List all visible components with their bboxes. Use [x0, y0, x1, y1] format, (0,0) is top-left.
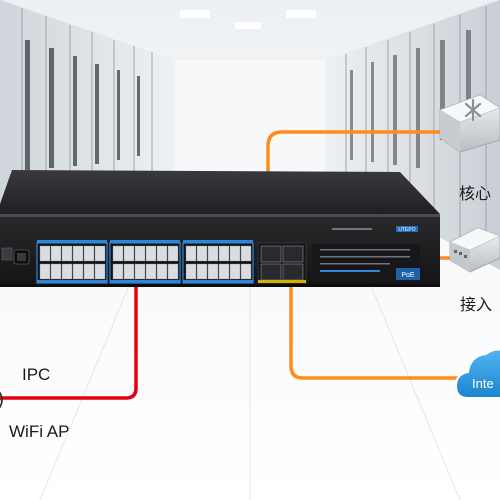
rj45-port — [185, 263, 197, 280]
rj45-port — [156, 245, 168, 262]
rj45-port — [185, 245, 197, 262]
rj45-port — [72, 245, 84, 262]
rj45-port — [240, 245, 252, 262]
rj45-port — [196, 245, 208, 262]
sfp-ports — [257, 242, 307, 284]
rj45-port — [218, 245, 230, 262]
rj45-port — [134, 245, 146, 262]
rj45-port — [39, 263, 51, 280]
rj45-port — [50, 263, 62, 280]
rj45-port — [167, 245, 179, 262]
rj45-port — [145, 263, 157, 280]
poe-switch: UTEPO PoE — [0, 170, 440, 287]
status-panel: UTEPO PoE — [312, 226, 420, 282]
rj45-port — [50, 245, 62, 262]
ipc-label: IPC — [22, 365, 51, 384]
rj45-port — [207, 263, 219, 280]
rj45-port — [94, 245, 106, 262]
core-switch-label: 核心 — [459, 186, 492, 203]
rj45-port — [72, 263, 84, 280]
core-uplink-cable — [266, 130, 458, 250]
rj45-port — [83, 263, 95, 280]
rj45-port — [39, 245, 51, 262]
rj45-port — [156, 263, 168, 280]
rj45-port — [112, 263, 124, 280]
rj45-port — [218, 263, 230, 280]
rj45-port — [167, 263, 179, 280]
poe-mark: PoE — [401, 272, 415, 279]
internet-label: Inte — [472, 376, 494, 391]
rj45-port — [123, 245, 135, 262]
rj45-port — [240, 263, 252, 280]
rj45-port — [94, 263, 106, 280]
rj45-port — [61, 245, 73, 262]
rj45-port — [134, 263, 146, 280]
rj45-port — [207, 245, 219, 262]
wifi-signal-icon — [0, 391, 3, 409]
rj45-port — [229, 263, 241, 280]
rj45-port — [112, 245, 124, 262]
rj45-port — [145, 245, 157, 262]
core-router-icon — [439, 94, 500, 153]
rj45-port — [83, 245, 95, 262]
access-switch-label: 接入 — [460, 297, 493, 314]
internet-cloud-icon — [454, 348, 500, 399]
brand-logo: UTEPO — [398, 227, 415, 233]
rj45-port — [229, 245, 241, 262]
wifi-ap-label: WiFi AP — [9, 422, 70, 441]
rj45-port — [196, 263, 208, 280]
rj45-port — [123, 263, 135, 280]
rj45-port — [61, 263, 73, 280]
access-switch-icon — [449, 227, 500, 273]
internet-cable — [289, 262, 464, 380]
